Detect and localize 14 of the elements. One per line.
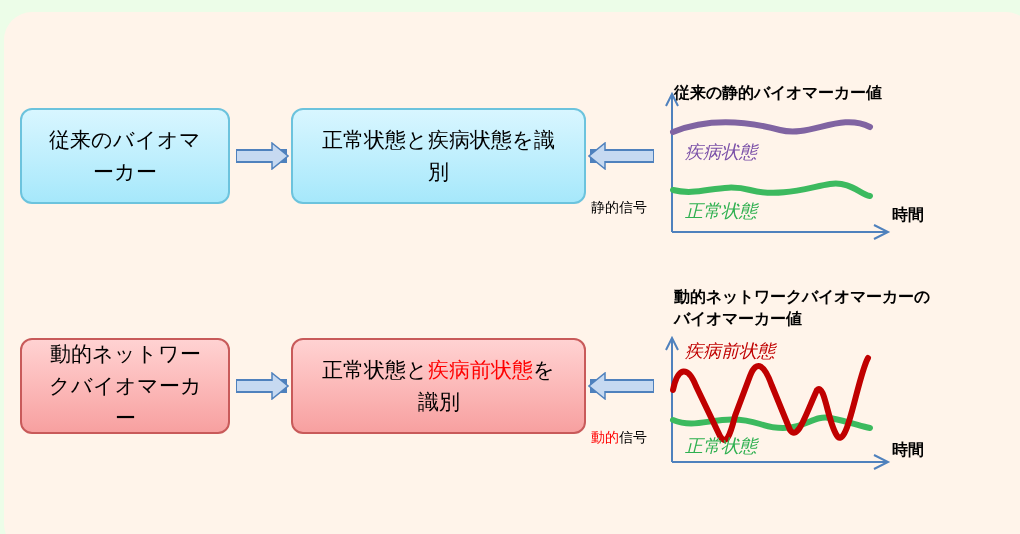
axis-label: 時間 [892, 439, 924, 461]
chart-title: 従来の静的バイオマーカー値 [674, 82, 883, 104]
state-label: 疾病状態 [685, 140, 757, 164]
state-label: 正常状態 [685, 434, 757, 458]
process-box: 動的ネットワークバイオマーカー [20, 338, 230, 434]
edge-label: 静的信号 [591, 198, 647, 216]
process-box: 従来のバイオマーカー [20, 108, 230, 204]
chart-title: 動的ネットワークバイオマーカーのバイオマーカー値 [674, 286, 931, 330]
process-box: 正常状態と疾病前状態を識別 [291, 338, 586, 434]
state-label: 疾病前状態 [685, 339, 775, 363]
process-box: 正常状態と疾病状態を識別 [291, 108, 586, 204]
axis-label: 時間 [892, 204, 924, 226]
edge-label: 動的信号 [591, 428, 647, 446]
state-label: 正常状態 [685, 199, 757, 223]
